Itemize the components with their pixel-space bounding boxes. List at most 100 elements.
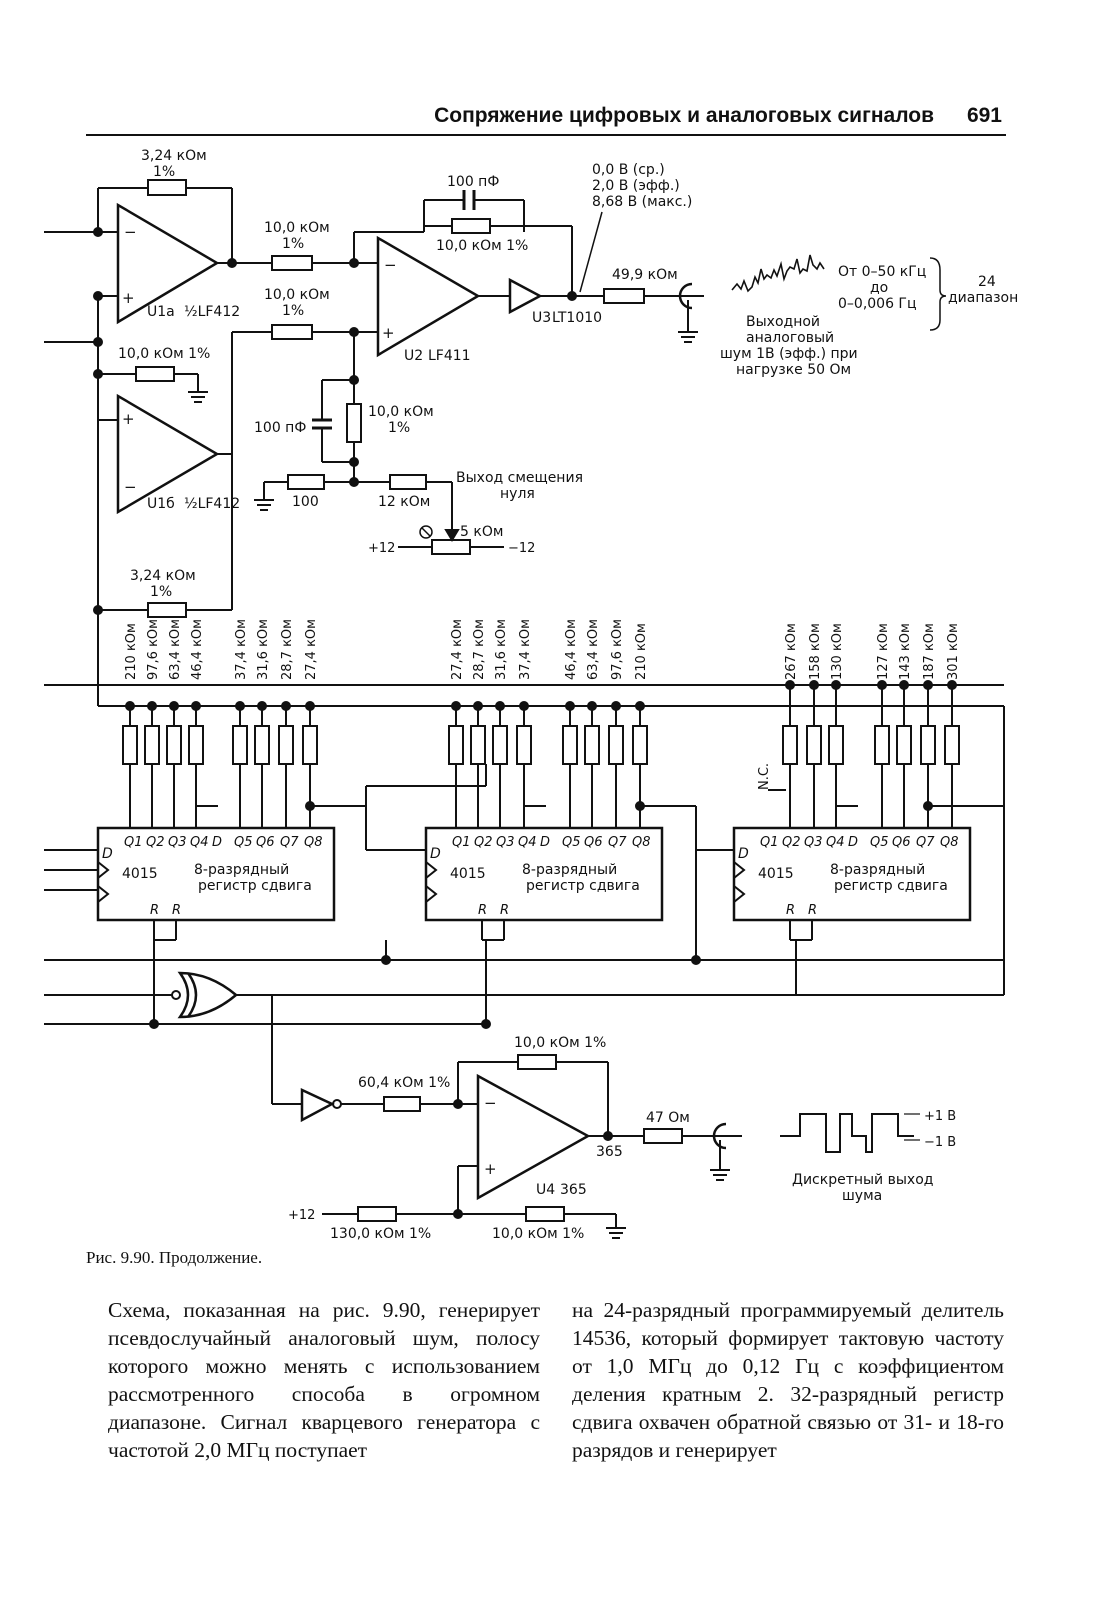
shift-register-d-pin: D xyxy=(738,846,749,862)
buffer-u3-ref: U3 xyxy=(532,310,551,326)
r-100-value: 100 xyxy=(292,494,319,510)
resistor-out xyxy=(603,288,645,304)
shift-register-pin: Q7 xyxy=(280,835,299,850)
offset-label-line1: Выход смещения xyxy=(456,470,583,486)
ladder-resistor-label: 27,4 кОм xyxy=(450,619,465,680)
ladder-resistor-label: 187 кОм xyxy=(922,623,937,680)
noise-bw-from: От 0–50 кГц xyxy=(838,264,926,280)
shift-register-reset-pin: R xyxy=(808,903,817,918)
digital-out-connector-icon xyxy=(712,1122,727,1150)
shift-register-pin: D xyxy=(212,835,222,850)
shift-register-pin: Q8 xyxy=(304,835,323,850)
digital-level-low: −1 В xyxy=(924,1135,956,1150)
clock-input-icon xyxy=(733,861,746,879)
shift-register-pin: Q1 xyxy=(760,835,779,850)
ladder-resistor xyxy=(632,725,648,765)
page-number: 691 xyxy=(966,104,1002,127)
shift-register-pin: Q5 xyxy=(562,835,581,850)
opamp-u1b-ref: U1б xyxy=(147,496,175,512)
resistor-div xyxy=(346,403,362,443)
ladder-resistor xyxy=(920,725,936,765)
r-u4-in-value: 60,4 кОм 1% xyxy=(358,1075,450,1091)
ladder-resistor-label: 210 кОм xyxy=(634,623,649,680)
opamp-u1a-ref: U1a xyxy=(147,304,175,320)
analog-out-line3: шум 1В (эфф.) при xyxy=(720,346,858,362)
ladder-resistor-label: 31,6 кОм xyxy=(494,619,509,680)
shift-register-pin: Q4 xyxy=(826,835,845,850)
r-gnd-value: 10,0 кОм 1% xyxy=(118,346,210,362)
r-div-value: 10,0 кОм xyxy=(368,404,434,420)
resistor-fb-bot xyxy=(147,602,187,618)
resistor-u4-fb xyxy=(517,1054,557,1070)
ladder-resistor-label: 31,6 кОм xyxy=(256,619,271,680)
ladder-resistor-label: 46,4 кОм xyxy=(564,619,579,680)
svg-text:+: + xyxy=(122,410,135,428)
shift-register-reset-pin: R xyxy=(500,903,509,918)
clock-input-icon xyxy=(97,861,110,879)
ladder-resistor xyxy=(782,725,798,765)
resistor-u4-bias1 xyxy=(357,1206,397,1222)
digital-out-label-1: Дискретный выход xyxy=(792,1172,933,1188)
opamp-u2-part: LF411 xyxy=(428,348,471,364)
shift-register-reset-pin: R xyxy=(478,903,487,918)
ladder-resistor xyxy=(896,725,912,765)
ladder-resistor xyxy=(828,725,844,765)
clock-input-icon xyxy=(733,885,746,903)
shift-register-subtitle: регистр сдвига xyxy=(198,878,312,894)
ladder-resistor-label: 127 кОм xyxy=(876,623,891,680)
ladder-resistor xyxy=(470,725,486,765)
shift-register-pin: D xyxy=(848,835,858,850)
resistor-gnd xyxy=(135,366,175,382)
ladder-resistor xyxy=(562,725,578,765)
ladder-resistor-label: 63,4 кОм xyxy=(168,619,183,680)
ladder-resistor xyxy=(278,725,294,765)
running-header: Сопряжение цифровых и аналоговых сигнало… xyxy=(86,100,1006,136)
shift-register-pin: Q4 xyxy=(518,835,537,850)
shift-register-pin: Q3 xyxy=(804,835,823,850)
ladder-resistor xyxy=(232,725,248,765)
ladder-resistor-label: 130 кОм xyxy=(830,623,845,680)
shift-register-part: 4015 xyxy=(450,866,486,882)
ladder-resistor xyxy=(302,725,318,765)
r-div-tol: 1% xyxy=(388,420,410,436)
figure-caption: Рис. 9.90. Продолжение. xyxy=(86,1248,263,1267)
out-level-avg: 0,0 В (ср.) xyxy=(592,162,665,178)
shift-register-pin: Q8 xyxy=(940,835,959,850)
ladder-resistor xyxy=(122,725,138,765)
supply-neg: −12 xyxy=(508,541,535,556)
shift-register-d-pin: D xyxy=(102,846,113,862)
r-in-top-tol: 1% xyxy=(282,236,304,252)
ladder-resistor-label: 27,4 кОм xyxy=(304,619,319,680)
digital-noise-waveform-icon xyxy=(780,1113,914,1153)
shift-register-part: 4015 xyxy=(758,866,794,882)
r-in-top-value: 10,0 кОм xyxy=(264,220,330,236)
clock-input-icon xyxy=(425,861,438,879)
shift-register-pin: Q3 xyxy=(168,835,187,850)
ladder-resistor-label: 28,7 кОм xyxy=(472,619,487,680)
shift-register-d-pin: D xyxy=(430,846,441,862)
analog-out-line1: Выходной xyxy=(746,314,820,330)
shift-register-pin: Q4 xyxy=(190,835,209,850)
shift-register-pin: Q1 xyxy=(452,835,471,850)
circuit-schematic: − + U1a ½LF412 3,24 кОм 1% 10,0 кОм 1% 1… xyxy=(44,148,1018,1240)
svg-text:−: − xyxy=(124,223,137,241)
running-title: Сопряжение цифровых и аналоговых сигнало… xyxy=(434,104,934,127)
u4-out-pin: 365 xyxy=(596,1144,623,1160)
shift-register-pin: Q2 xyxy=(782,835,801,850)
ladder-resistor xyxy=(492,725,508,765)
ladder-resistor xyxy=(144,725,160,765)
ladder-resistor-label: 63,4 кОм xyxy=(586,619,601,680)
svg-text:−: − xyxy=(384,256,397,274)
ladder-resistor-label: 28,7 кОм xyxy=(280,619,295,680)
analog-noise-waveform-icon xyxy=(731,254,825,293)
resistor-fb-u2 xyxy=(451,218,491,234)
ladder-resistor xyxy=(874,725,890,765)
ladder-resistor-label: 267 кОм xyxy=(784,623,799,680)
analog-out-line2: аналоговый xyxy=(746,330,834,346)
r-fb-bot-value: 3,24 кОм xyxy=(130,568,196,584)
ladder-resistor xyxy=(254,725,270,765)
shift-register-pin: Q5 xyxy=(234,835,253,850)
shift-register-box xyxy=(96,826,336,922)
